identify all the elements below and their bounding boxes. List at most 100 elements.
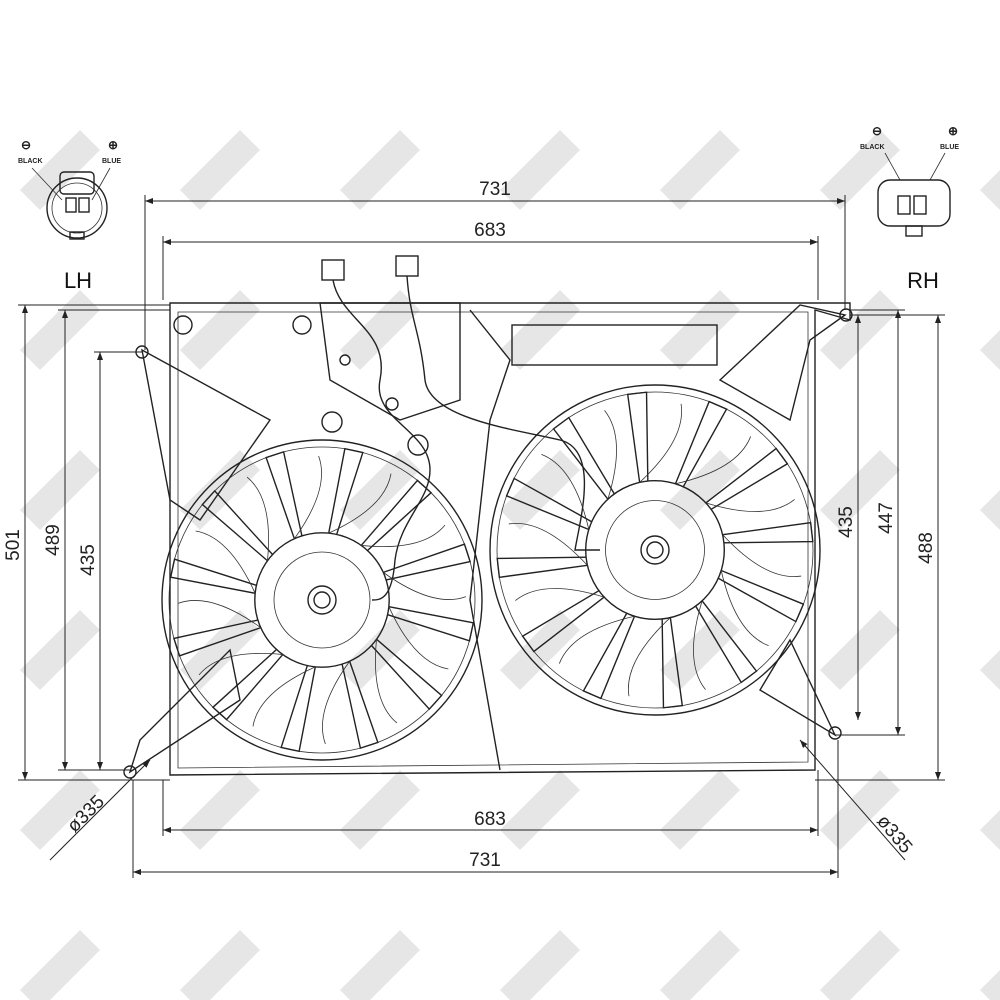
- fan-blade-edge: [720, 570, 769, 647]
- fan-blade-edge: [693, 600, 706, 690]
- right-fan-diameter: ø335: [872, 811, 916, 858]
- watermark-mark: [340, 290, 420, 370]
- fan-blade-edge: [675, 436, 752, 485]
- shroud-frame: [123, 302, 853, 779]
- wiring-harness: [321, 255, 600, 601]
- fan-blade-edge: [639, 403, 683, 483]
- watermark-mark: [660, 450, 740, 530]
- lh-connector-diagram: ⊖ ⊕ BLACK BLUE LH: [18, 138, 121, 293]
- black-wire-label: BLACK: [860, 144, 885, 151]
- rh-fan: [489, 384, 821, 716]
- watermark-mark: [340, 770, 420, 850]
- fan-spoke: [341, 661, 379, 750]
- fan-spoke: [626, 391, 649, 483]
- fan-blade-edge: [627, 617, 671, 697]
- right-height-447: 447: [876, 502, 897, 534]
- fan-blade-edge: [177, 600, 261, 628]
- fan-spoke: [370, 638, 443, 711]
- minus-icon: ⊖: [872, 124, 882, 138]
- watermark-mark: [980, 650, 1000, 690]
- fan-spoke: [552, 416, 615, 500]
- plus-icon: ⊕: [108, 138, 118, 152]
- fan-hub: [585, 480, 726, 621]
- fan-spoke: [360, 479, 433, 552]
- fan-spoke: [211, 648, 284, 721]
- fan-spoke: [695, 600, 758, 684]
- watermark-pattern: [20, 130, 1000, 1000]
- watermark-mark: [20, 290, 100, 370]
- left-total-height: 501: [3, 529, 24, 561]
- fan-spoke: [496, 556, 588, 579]
- watermark-mark: [180, 610, 260, 690]
- watermark-mark: [340, 930, 420, 1000]
- watermark-mark: [980, 810, 1000, 850]
- lh-fan: [161, 439, 483, 761]
- watermark-mark: [500, 130, 580, 210]
- fan-blade-edge: [388, 606, 449, 670]
- watermark-mark: [980, 330, 1000, 370]
- fan-spoke: [521, 590, 605, 653]
- fan-spoke: [383, 543, 472, 581]
- fan-spoke: [328, 447, 364, 535]
- watermark-mark: [500, 450, 580, 530]
- fan-blade-edge: [383, 572, 467, 600]
- minus-icon: ⊖: [21, 138, 31, 152]
- fan-blade-edge: [541, 453, 590, 530]
- top-inner-width: 683: [474, 220, 506, 241]
- watermark-mark: [340, 610, 420, 690]
- watermark-mark: [660, 130, 740, 210]
- fan-blade-edge: [722, 534, 802, 578]
- watermark-mark: [820, 290, 900, 370]
- watermark-mark: [180, 770, 260, 850]
- watermark-mark: [500, 290, 580, 370]
- watermark-mark: [20, 450, 100, 530]
- fan-spoke: [172, 619, 261, 657]
- dimension-lines: [18, 195, 945, 878]
- watermark-mark: [20, 130, 100, 210]
- watermark-mark: [660, 770, 740, 850]
- fan-blade-edge: [252, 666, 316, 727]
- fan-spoke: [582, 612, 636, 700]
- fan-blade-edge: [294, 455, 322, 539]
- fan-blade-edge: [558, 615, 635, 664]
- watermark-mark: [500, 610, 580, 690]
- left-height-435: 435: [78, 544, 99, 576]
- watermark-mark: [820, 930, 900, 1000]
- fan-spoke: [265, 450, 303, 539]
- watermark-mark: [660, 930, 740, 1000]
- plus-icon: ⊕: [948, 124, 958, 138]
- fan-blade-edge: [375, 639, 398, 724]
- watermark-mark: [660, 290, 740, 370]
- fan-spoke: [661, 617, 684, 709]
- fan-spoke: [201, 489, 274, 562]
- fan-blade-edge: [328, 473, 392, 534]
- watermark-mark: [500, 930, 580, 1000]
- fan-blade-edge: [705, 499, 795, 512]
- fan-blade-edge: [195, 530, 256, 594]
- fan-spoke: [674, 400, 728, 488]
- watermark-mark: [340, 450, 420, 530]
- fan-blade-edge: [322, 661, 350, 745]
- fan-spoke: [280, 665, 316, 753]
- fan-hub: [254, 532, 390, 668]
- watermark-mark: [660, 610, 740, 690]
- blue-wire-label: BLUE: [940, 144, 959, 151]
- fan-spoke: [722, 521, 814, 544]
- fan-blade-edge: [198, 653, 283, 676]
- fan-ring: [489, 384, 821, 716]
- watermark-mark: [180, 130, 260, 210]
- fan-spoke: [717, 569, 805, 623]
- fan-spoke: [705, 447, 789, 510]
- watermark-mark: [180, 290, 260, 370]
- right-height-488: 488: [916, 532, 937, 564]
- blue-wire-label: BLUE: [102, 158, 121, 165]
- watermark-mark: [20, 770, 100, 850]
- watermark-mark: [500, 770, 580, 850]
- left-height-489: 489: [43, 524, 64, 556]
- rh-label: RH: [907, 268, 939, 293]
- fan-blade-edge: [246, 476, 269, 561]
- top-outer-width: 731: [479, 179, 511, 200]
- fan-spoke: [505, 477, 593, 531]
